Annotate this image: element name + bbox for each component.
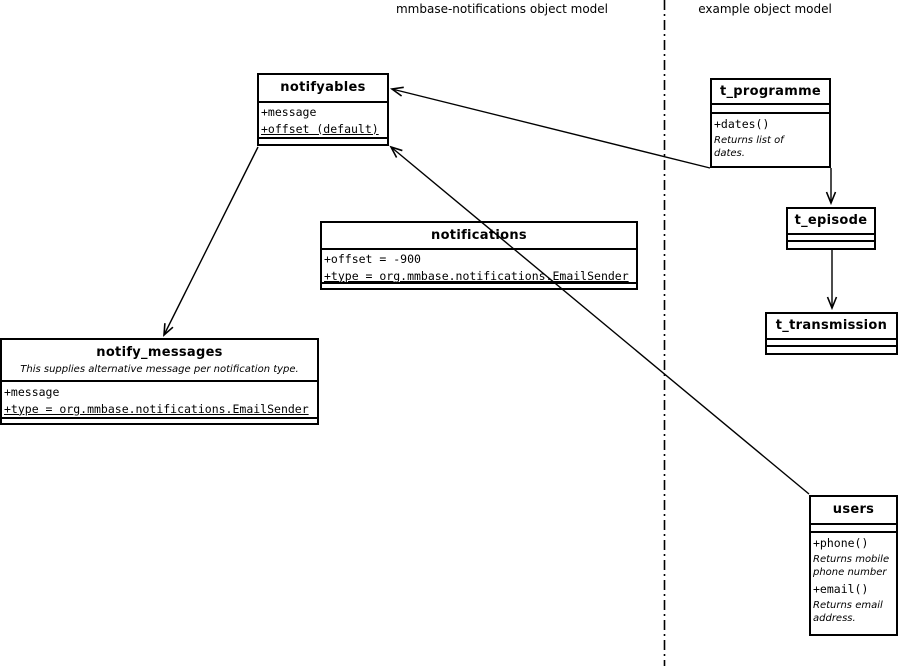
title-compartment: notify_messages This supplies alternativ…: [2, 340, 317, 382]
class-box-notifications: notifications +offset = -900 +type = org…: [320, 221, 638, 290]
method-note-dates: Returns list of dates.: [714, 135, 784, 159]
empty-compartment: [767, 347, 896, 353]
method-note-phone: Returns mobile phone number: [813, 554, 890, 578]
empty-compartment: [767, 340, 896, 347]
attribute-message: +message: [4, 385, 60, 399]
attribute-type-emailsender: +type = org.mmbase.notifications.EmailSe…: [324, 268, 629, 283]
method-email: +email(): [813, 582, 869, 596]
class-title-users: users: [811, 497, 896, 525]
method-note-email: Returns email address.: [813, 600, 883, 624]
class-box-users: users +phone() Returns mobile phone numb…: [809, 495, 898, 636]
attribute-offset-default: +offset (default): [261, 121, 379, 136]
class-box-notifyables: notifyables +message +offset (default): [257, 73, 389, 146]
class-box-t-transmission: t_transmission: [765, 312, 898, 355]
arrow-notifyables-to-notifymessages: [164, 146, 259, 335]
class-title-t-episode: t_episode: [788, 209, 874, 235]
empty-compartment: [788, 242, 874, 248]
class-title-notifications: notifications: [322, 223, 636, 250]
arrow-tprogramme-to-notifyables: [392, 89, 711, 169]
attributes-notifications: +offset = -900 +type = org.mmbase.notifi…: [322, 250, 636, 284]
empty-compartment: [322, 284, 636, 288]
methods-t-programme: +dates() Returns list of dates.: [712, 114, 829, 166]
class-title-t-transmission: t_transmission: [767, 314, 896, 340]
class-title-notifyables: notifyables: [259, 75, 387, 103]
class-title-t-programme: t_programme: [712, 80, 829, 105]
methods-users: +phone() Returns mobile phone number +em…: [811, 533, 896, 634]
attributes-notify-messages: +message +type = org.mmbase.notification…: [2, 382, 317, 419]
method-phone: +phone(): [813, 536, 869, 550]
attributes-notifyables: +message +offset (default): [259, 103, 387, 139]
empty-compartment: [259, 139, 387, 144]
left-model-label: mmbase-notifications object model: [395, 2, 609, 16]
right-model-label: example object model: [698, 2, 832, 16]
attribute-type-emailsender: +type = org.mmbase.notifications.EmailSe…: [4, 401, 309, 416]
empty-compartment: [2, 419, 317, 423]
class-note-notify-messages: This supplies alternative message per no…: [20, 364, 299, 375]
class-box-t-programme: t_programme +dates() Returns list of dat…: [710, 78, 831, 168]
attribute-message: +message: [261, 105, 317, 119]
arrow-users-to-notifyables: [391, 147, 810, 495]
empty-compartment: [811, 525, 896, 533]
class-box-notify-messages: notify_messages This supplies alternativ…: [0, 338, 319, 425]
class-box-t-episode: t_episode: [786, 207, 876, 250]
empty-compartment: [712, 105, 829, 114]
empty-compartment: [788, 235, 874, 242]
attribute-offset-value: +offset = -900: [324, 252, 421, 266]
method-dates: +dates(): [714, 117, 770, 131]
class-title-notify-messages: notify_messages: [96, 345, 223, 360]
